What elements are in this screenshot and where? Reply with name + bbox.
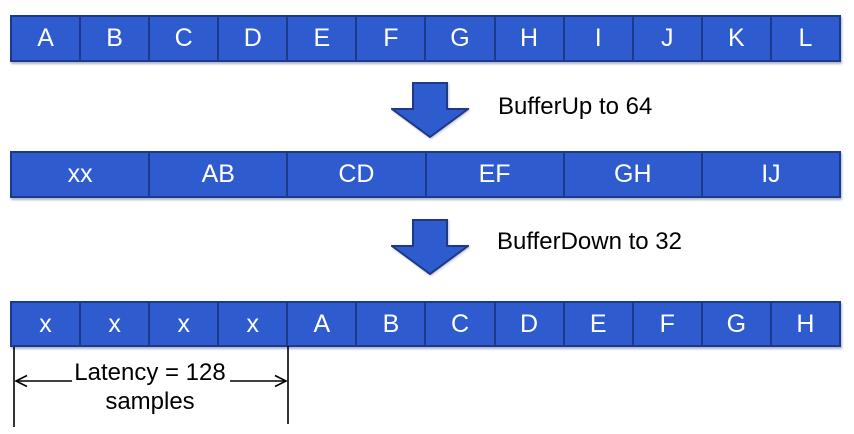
buffer-cell: K [702, 17, 772, 60]
buffer-cell: x [219, 303, 289, 345]
latency-label: Latency = 128 samples [55, 358, 245, 416]
down-arrow-icon [391, 82, 469, 138]
buffer-cell: H [495, 17, 565, 60]
buffer-cell: A [288, 303, 358, 345]
buffer-cell: AB [150, 153, 289, 196]
buffer-cell: F [633, 303, 703, 345]
buffer-cell: D [495, 303, 565, 345]
buffer-row-input: A B C D E F G H I J K L [10, 15, 841, 62]
buffer-cell: E [288, 17, 358, 60]
buffer-cell: x [150, 303, 220, 345]
buffer-cell: G [702, 303, 772, 345]
buffer-cell: C [150, 17, 220, 60]
buffer-cell: E [564, 303, 634, 345]
buffer-cell: D [219, 17, 289, 60]
buffer-cell: C [426, 303, 496, 345]
latency-measure-lines [13, 346, 289, 427]
down-arrow-icon [391, 219, 469, 275]
bufferup-label: BufferUp to 64 [498, 93, 653, 120]
buffer-cell: A [12, 17, 82, 60]
buffer-cell: x [81, 303, 151, 345]
buffer-cell: J [633, 17, 703, 60]
buffer-cell: L [771, 17, 839, 60]
buffer-row-up64: xx AB CD EF GH IJ [10, 151, 841, 198]
buffer-cell: x [12, 303, 82, 345]
buffer-row-down32: x x x x A B C D E F G H [10, 301, 841, 347]
bufferdown-label: BufferDown to 32 [497, 228, 683, 255]
buffer-cell: GH [564, 153, 703, 196]
buffer-cell: CD [288, 153, 427, 196]
buffer-cell: xx [12, 153, 151, 196]
latency-label-line1: Latency = 128 [74, 359, 226, 386]
buffer-cell: EF [426, 153, 565, 196]
buffer-cell: B [357, 303, 427, 345]
buffer-cell: I [564, 17, 634, 60]
buffer-cell: IJ [702, 153, 840, 196]
buffer-cell: F [357, 17, 427, 60]
buffer-cell: G [426, 17, 496, 60]
buffer-cell: B [81, 17, 151, 60]
buffer-cell: H [771, 303, 839, 345]
latency-label-line2: samples [105, 388, 195, 415]
